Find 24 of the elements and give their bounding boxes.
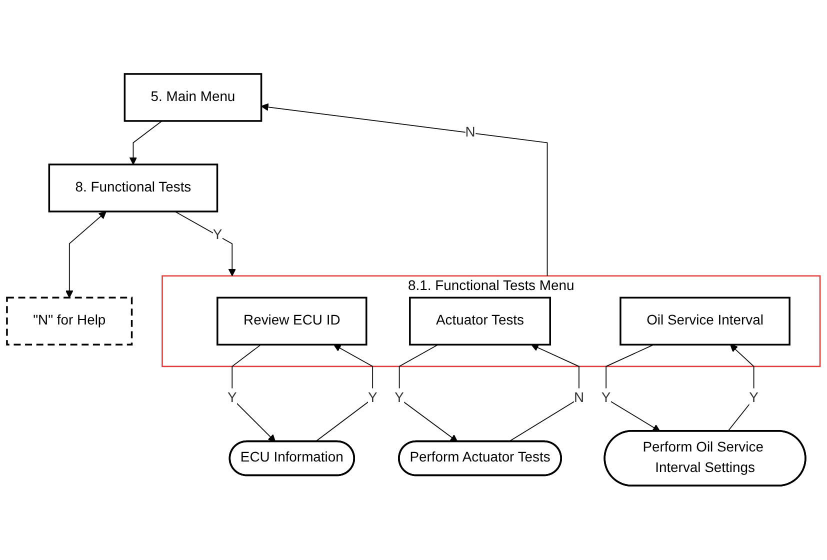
arrow — [314, 344, 374, 442]
edge-label: Y — [749, 390, 758, 406]
node-box: "N" for Help — [6, 296, 133, 346]
node-box: Review ECU ID — [216, 296, 368, 346]
arrow — [606, 344, 660, 432]
edge-label: Y — [212, 228, 222, 243]
arrow — [129, 120, 162, 165]
edge-label: Y — [227, 390, 237, 406]
arrow — [66, 212, 106, 298]
edge-label: Y — [601, 390, 611, 406]
arrow — [232, 344, 276, 442]
arrow — [508, 344, 580, 442]
edge-label: Y — [394, 390, 404, 406]
edge-label: N — [574, 390, 584, 406]
node-box: Actuator Tests — [409, 296, 551, 346]
edge-label: N — [465, 125, 476, 140]
arrow — [174, 211, 236, 276]
arrow — [260, 103, 548, 276]
node-box: 8. Functional Tests — [48, 164, 218, 213]
edge-label: Y — [368, 390, 378, 406]
node-box: 5. Main Menu — [124, 73, 262, 122]
arrow — [398, 344, 458, 442]
arrow — [727, 344, 754, 432]
node-box: Oil Service Interval — [620, 296, 790, 346]
